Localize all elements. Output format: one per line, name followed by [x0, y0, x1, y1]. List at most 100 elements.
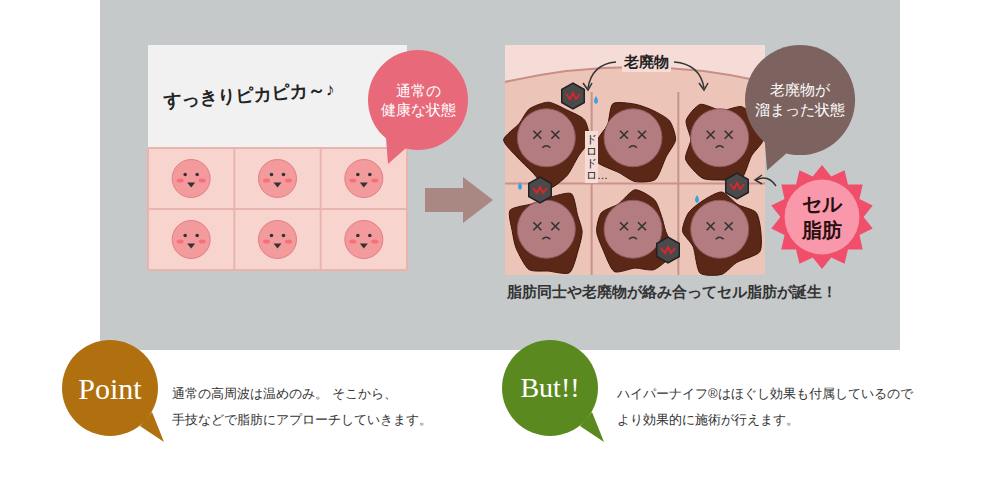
arrow-head [755, 175, 762, 184]
cell-eye [638, 222, 646, 230]
panel-text: 老廃物 [622, 53, 671, 72]
cell-mouth [187, 183, 195, 188]
cell-eye [551, 131, 559, 139]
waste-blob [504, 102, 590, 188]
sweat-drop [594, 96, 598, 104]
badge-text: 老廃物が 溜まった状態 [755, 80, 845, 119]
cell-body [259, 160, 297, 198]
healthy-cell [172, 160, 210, 198]
particle-body [657, 237, 680, 263]
cell-body [691, 200, 749, 258]
particle-body [562, 83, 585, 109]
fat-cell [595, 103, 676, 182]
particle-mark [661, 247, 675, 253]
cell-eye [725, 131, 733, 139]
fat-cell [682, 192, 761, 275]
cell-mouth [187, 244, 195, 249]
cell-mouth [629, 237, 637, 239]
speech-bubble: But!! [502, 340, 598, 436]
cell-wall [148, 269, 407, 271]
bubble-circle [62, 340, 158, 436]
cell-body [691, 109, 749, 167]
cell-eye [195, 234, 199, 238]
shape-outline [368, 50, 468, 150]
cell-eye [620, 222, 628, 230]
arrow-head [699, 83, 708, 90]
starburst-core [785, 180, 860, 255]
fat-cell [509, 193, 582, 273]
cell-eye [282, 173, 286, 177]
illustration-panel: 老廃物ドロドロ… [505, 45, 765, 275]
cell-eye [183, 234, 187, 238]
cell-mouth [716, 146, 724, 148]
particle-mark [566, 93, 580, 99]
note-text: ハイパーナイフ®はほぐし効果も付属しているので より効果的に施術が行えます。 [617, 381, 962, 433]
cell-eye [270, 173, 274, 177]
cell-eye [368, 234, 372, 238]
note-text: 通常の高周波は温めのみ。 そこから、手技などで脂肪にアプローチしていきます。 [172, 381, 502, 433]
cell-eye [620, 131, 628, 139]
particle-body [726, 173, 749, 199]
starburst-shape [771, 165, 872, 269]
cell-eye [707, 222, 715, 230]
cell-eye [183, 173, 187, 177]
skin-layer [505, 45, 765, 82]
badge-text: But!! [520, 370, 579, 406]
cell-body [345, 221, 383, 259]
cell-mouth [716, 237, 724, 239]
particle-mark [730, 183, 744, 189]
bubble-circle [368, 50, 468, 150]
cell-body [517, 200, 575, 258]
shape-outline [745, 45, 855, 155]
cell-wall [148, 147, 407, 149]
cell-body [604, 109, 662, 167]
waste-particle [657, 237, 680, 263]
cell-cheek [285, 240, 292, 244]
cell-cheek [177, 240, 184, 244]
sweat-drop [518, 182, 522, 190]
cell-mouth [360, 183, 368, 188]
cell-cheek [371, 240, 378, 244]
cell-body [172, 221, 210, 259]
cell-eye [707, 131, 715, 139]
arrow-head [583, 83, 592, 90]
cell-mouth [542, 146, 550, 148]
cell-cheek [177, 179, 184, 183]
cell-eye [195, 173, 199, 177]
cell-eye [270, 234, 274, 238]
illustration-panel: すっきりピカピカ～♪ [148, 45, 407, 270]
healthy-cell [345, 221, 383, 259]
healthy-cell [172, 221, 210, 259]
waste-particle [562, 83, 585, 109]
cell-mouth [360, 244, 368, 249]
particle-body [529, 177, 552, 203]
cell-cheek [263, 240, 270, 244]
cell-eye [638, 131, 646, 139]
cell-cheek [263, 179, 270, 183]
caption-text: 脂肪同士や老廃物が絡み合ってセル脂肪が誕生！ [507, 281, 887, 302]
speech-bubble: 通常の 健康な状態 [368, 50, 468, 150]
flow-arrow [425, 188, 463, 212]
badge-text: Point [78, 369, 141, 408]
cell-mouth [274, 183, 282, 188]
cell-eye [356, 234, 360, 238]
badge-text: 通常の 健康な状態 [381, 81, 456, 120]
cell-body [259, 221, 297, 259]
cell-cheek [199, 179, 206, 183]
healthy-cell [345, 160, 383, 198]
healthy-cell [259, 221, 297, 259]
waste-blob [509, 193, 582, 273]
cell-grid [505, 92, 765, 275]
cell-eye [368, 173, 372, 177]
starburst-badge: セル 脂肪 [770, 165, 874, 269]
cell-cheek [349, 240, 356, 244]
cell-body [172, 160, 210, 198]
cell-cheek [371, 179, 378, 183]
cell-body [604, 200, 662, 258]
cell-grid [148, 148, 407, 270]
cell-eye [356, 173, 360, 177]
cell-eye [551, 222, 559, 230]
fat-cell [504, 102, 590, 188]
waste-particle [529, 177, 552, 203]
